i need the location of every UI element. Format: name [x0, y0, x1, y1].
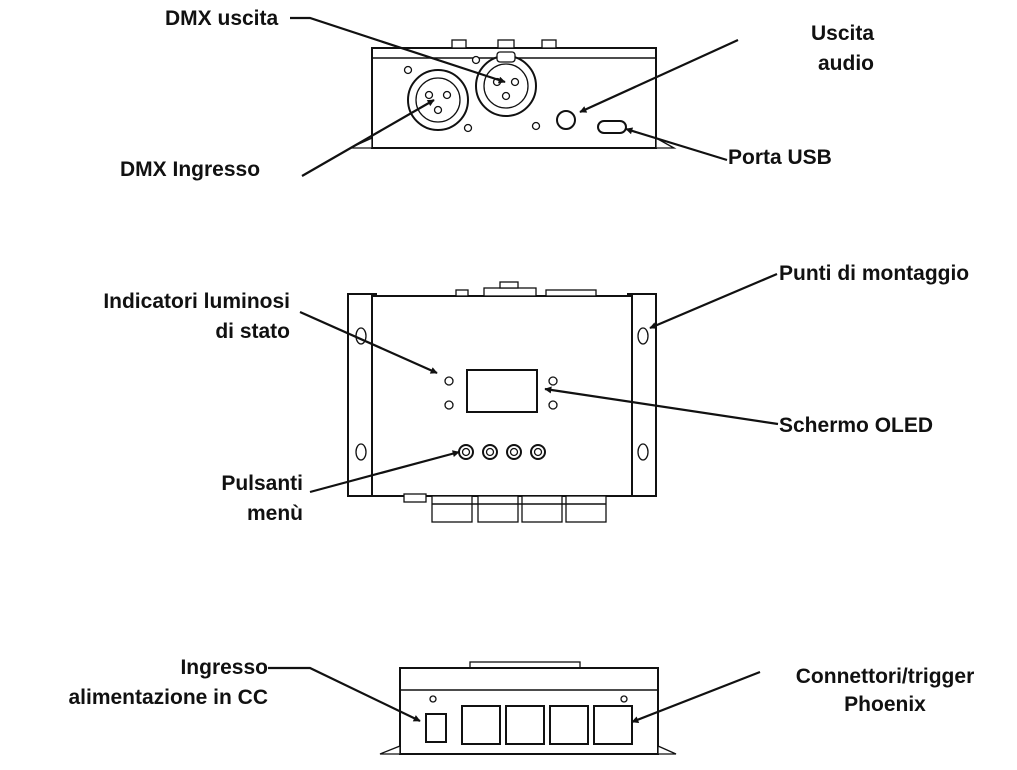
leader-dmx-out	[290, 16, 506, 84]
status-led	[548, 376, 558, 386]
dc-power-jack	[425, 713, 447, 743]
label-phoenix-line1: Connettori/trigger	[796, 665, 975, 688]
label-oled-screen: Schermo OLED	[779, 414, 933, 437]
side-panel-view	[379, 661, 677, 755]
oled-screen	[466, 369, 538, 413]
leader-audio-out	[579, 38, 739, 114]
dmx-out-connector	[471, 51, 541, 131]
label-dc-in-line1: Ingresso	[180, 656, 268, 679]
leader-menu-buttons	[309, 450, 460, 494]
usb-port	[597, 120, 627, 134]
mount-hole	[355, 443, 367, 461]
label-status-leds-line2: di stato	[215, 320, 290, 343]
front-panel-view	[347, 281, 657, 523]
leader-lines	[268, 16, 779, 724]
label-menu-buttons-line1: Pulsanti	[221, 472, 303, 495]
leader-usb	[625, 127, 728, 162]
leader-mounting	[649, 272, 778, 330]
label-phoenix-line2: Phoenix	[844, 693, 926, 716]
rear-top-bump	[497, 39, 515, 49]
label-status-leds-line1: Indicatori luminosi	[103, 290, 290, 313]
label-mounting-points: Punti di montaggio	[779, 262, 969, 285]
label-usb: Porta USB	[728, 146, 832, 169]
phoenix-connectors	[461, 705, 633, 745]
label-dmx-in: DMX Ingresso	[120, 158, 260, 181]
side-mount-foot-left	[379, 745, 401, 755]
status-led	[444, 400, 454, 410]
audio-out-jack	[556, 110, 576, 130]
label-dmx-out: DMX uscita	[165, 7, 279, 30]
status-led	[548, 400, 558, 410]
side-mount-foot-right	[657, 744, 677, 755]
top-connector	[545, 289, 597, 297]
leader-phoenix	[631, 670, 761, 724]
rear-panel-view	[349, 39, 677, 149]
menu-buttons	[458, 444, 546, 460]
mount-hole	[637, 327, 649, 345]
label-audio-out-line1: Uscita	[811, 22, 874, 45]
rear-top-bump	[451, 39, 467, 49]
label-dc-in-line2: alimentazione in CC	[68, 686, 268, 709]
status-led	[444, 376, 454, 386]
leader-status-leds	[299, 310, 438, 375]
bottom-phoenix-blocks	[403, 493, 607, 523]
screw	[620, 695, 628, 703]
mount-hole	[637, 443, 649, 461]
dmx-in-connector	[403, 65, 473, 133]
label-audio-out-line2: audio	[818, 52, 874, 75]
leader-oled	[544, 386, 779, 426]
label-menu-buttons-line2: menù	[247, 502, 303, 525]
top-connector	[499, 281, 519, 289]
top-connector	[483, 287, 537, 297]
rear-top-bump	[541, 39, 557, 49]
leader-dc-in	[268, 666, 421, 722]
screw	[429, 695, 437, 703]
top-connector	[455, 289, 469, 297]
leader-dmx-in	[301, 99, 435, 177]
labels: DMX uscita Uscita audio DMX Ingresso Por…	[68, 7, 974, 716]
